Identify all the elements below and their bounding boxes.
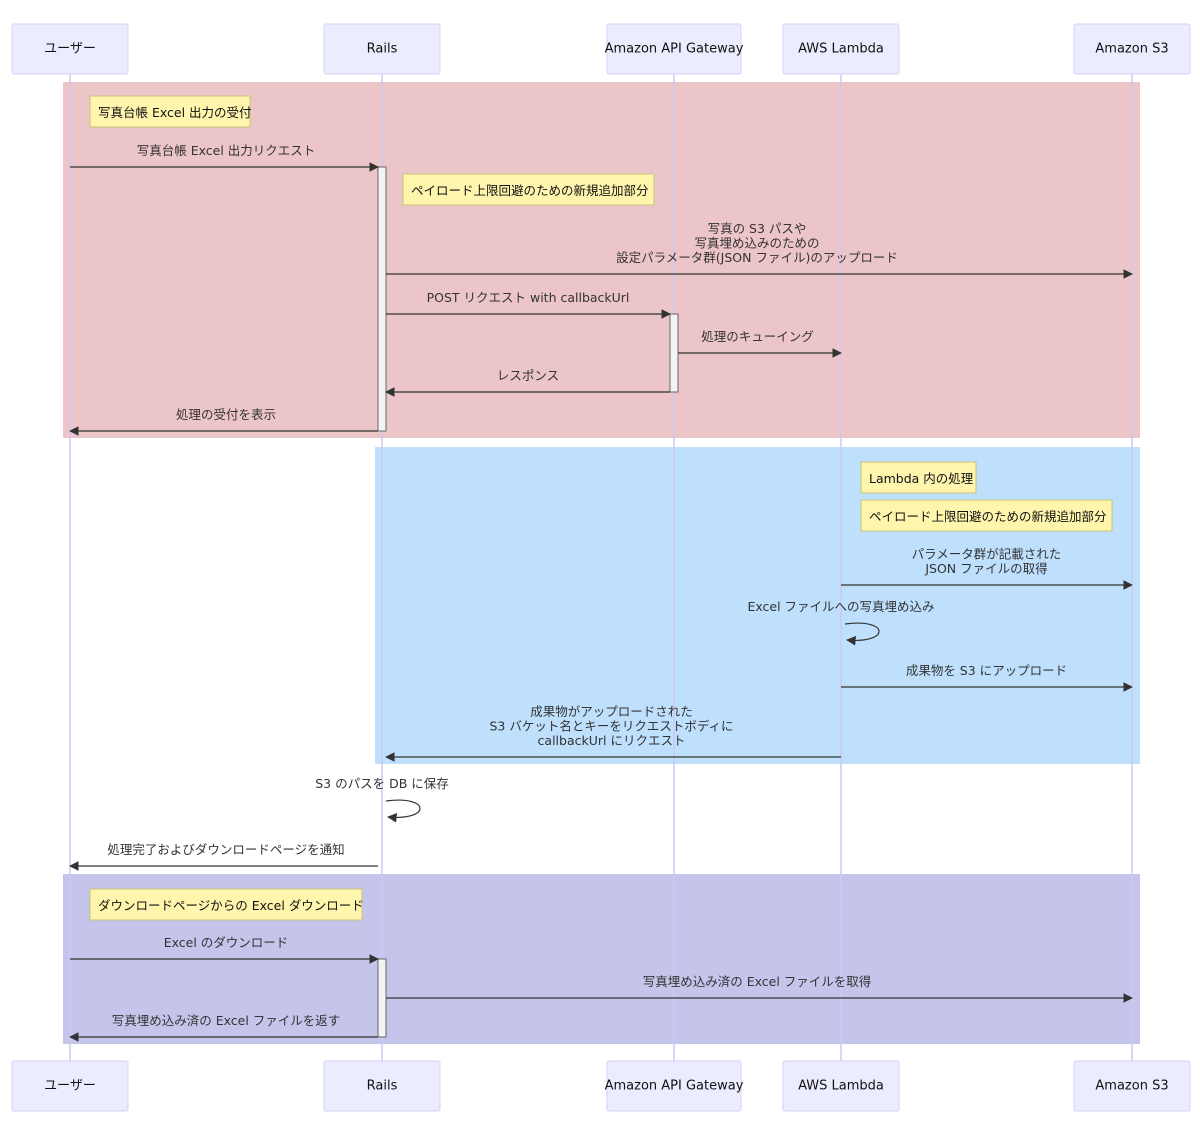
activation-bar-rails xyxy=(377,958,387,1038)
message-label: S3 のパスを DB に保存 xyxy=(315,776,449,791)
actor-box xyxy=(323,23,441,75)
message-arrow xyxy=(385,799,421,823)
actor-label: AWS Lambda xyxy=(798,42,884,57)
actor-box xyxy=(1073,23,1191,75)
actor-label: Amazon API Gateway xyxy=(605,42,744,57)
message-label: レスポンス xyxy=(497,368,559,383)
message-label: S3 バケット名とキーをリクエストボディに xyxy=(490,719,734,734)
message-label: 写真台帳 Excel 出力リクエスト xyxy=(137,143,316,158)
note-box xyxy=(402,173,655,206)
message-rails-to-user: 処理完了およびダウンロードページを通知 xyxy=(69,842,378,871)
actor-box xyxy=(11,1060,129,1112)
message-rails-to-apigw: POST リクエスト with callbackUrl xyxy=(386,290,671,319)
message-label: 成果物を S3 にアップロード xyxy=(906,663,1067,678)
message-label: Excel のダウンロード xyxy=(164,935,289,950)
message-label: 写真の S3 パスや xyxy=(708,221,807,236)
section-reception xyxy=(63,82,1140,438)
message-rails-to-s3: 写真埋め込み済の Excel ファイルを取得 xyxy=(386,974,1133,1003)
actor-box xyxy=(782,23,900,75)
message-label: 成果物がアップロードされた xyxy=(530,704,693,719)
actor-user-bottom: ユーザー xyxy=(11,1060,129,1112)
message-label: 処理完了およびダウンロードページを通知 xyxy=(107,842,344,857)
message-label: パラメータ群が記載された xyxy=(912,547,1062,562)
message-rails-to-user: 写真埋め込み済の Excel ファイルを返す xyxy=(69,1013,378,1042)
actor-box xyxy=(782,1060,900,1112)
actor-label: Amazon S3 xyxy=(1095,42,1168,57)
actor-label: Amazon API Gateway xyxy=(605,1079,744,1094)
note-label: ペイロード上限回避のための新規追加部分 xyxy=(869,509,1107,524)
activation-bar-apigw xyxy=(669,313,679,393)
message-user-to-rails: Excel のダウンロード xyxy=(70,935,379,964)
actor-apigw-top: Amazon API Gateway xyxy=(605,23,744,75)
note-box xyxy=(860,461,977,494)
message-user-to-rails: 写真台帳 Excel 出力リクエスト xyxy=(70,143,379,172)
message-lambda-to-s3: 成果物を S3 にアップロード xyxy=(841,663,1133,692)
note-box xyxy=(89,888,363,921)
actor-box xyxy=(323,1060,441,1112)
note-label: 写真台帳 Excel 出力の受付 xyxy=(98,105,252,120)
message-label: 写真埋め込み済の Excel ファイルを返す xyxy=(112,1013,341,1028)
message-label: JSON ファイルの取得 xyxy=(924,561,1047,576)
note: ダウンロードページからの Excel ダウンロード xyxy=(89,888,364,921)
message-label: 処理のキューイング xyxy=(701,329,814,344)
message-label: 写真埋め込み済の Excel ファイルを取得 xyxy=(643,974,872,989)
actor-lambda-top: AWS Lambda xyxy=(782,23,900,75)
actor-rails-bottom: Rails xyxy=(323,1060,441,1112)
note: ペイロード上限回避のための新規追加部分 xyxy=(402,173,655,206)
message-label: 処理の受付を表示 xyxy=(176,407,276,422)
message-rails-to-user: 処理の受付を表示 xyxy=(69,407,378,436)
actor-label: Rails xyxy=(367,42,398,57)
actor-user-top: ユーザー xyxy=(11,23,129,75)
actor-label: Rails xyxy=(367,1079,398,1094)
actor-rails-top: Rails xyxy=(323,23,441,75)
message-label: 設定パラメータ群(JSON ファイル)のアップロード xyxy=(616,250,898,265)
actor-lambda-bottom: AWS Lambda xyxy=(782,1060,900,1112)
message-label: POST リクエスト with callbackUrl xyxy=(427,290,630,305)
message-label: Excel ファイルへの写真埋め込み xyxy=(747,599,934,614)
activation-bar-rails xyxy=(377,166,387,432)
note-box xyxy=(860,499,1113,532)
message-apigw-to-lambda: 処理のキューイング xyxy=(678,329,842,358)
actor-s3-top: Amazon S3 xyxy=(1073,23,1191,75)
actor-box xyxy=(606,23,742,75)
actor-label: Amazon S3 xyxy=(1095,1079,1168,1094)
actor-label: ユーザー xyxy=(44,1079,96,1094)
note-label: Lambda 内の処理 xyxy=(869,471,974,486)
note-label: ペイロード上限回避のための新規追加部分 xyxy=(411,183,649,198)
message-lambda-to-lambda: Excel ファイルへの写真埋め込み xyxy=(747,599,935,646)
note: ペイロード上限回避のための新規追加部分 xyxy=(860,499,1113,532)
message-arrow xyxy=(844,622,880,646)
message-apigw-to-rails: レスポンス xyxy=(385,368,670,397)
actor-box xyxy=(606,1060,742,1112)
message-rails-to-rails: S3 のパスを DB に保存 xyxy=(315,776,449,823)
actor-s3-bottom: Amazon S3 xyxy=(1073,1060,1191,1112)
note-label: ダウンロードページからの Excel ダウンロード xyxy=(98,898,364,913)
message-label: 写真埋め込みのための xyxy=(694,236,819,251)
note: 写真台帳 Excel 出力の受付 xyxy=(89,95,252,128)
actor-box xyxy=(1073,1060,1191,1112)
actor-label: ユーザー xyxy=(44,42,96,57)
actor-box xyxy=(11,23,129,75)
note: Lambda 内の処理 xyxy=(860,461,977,494)
note-box xyxy=(89,95,251,128)
actor-label: AWS Lambda xyxy=(798,1079,884,1094)
actor-apigw-bottom: Amazon API Gateway xyxy=(605,1060,744,1112)
message-label: callbackUrl にリクエスト xyxy=(538,733,686,748)
